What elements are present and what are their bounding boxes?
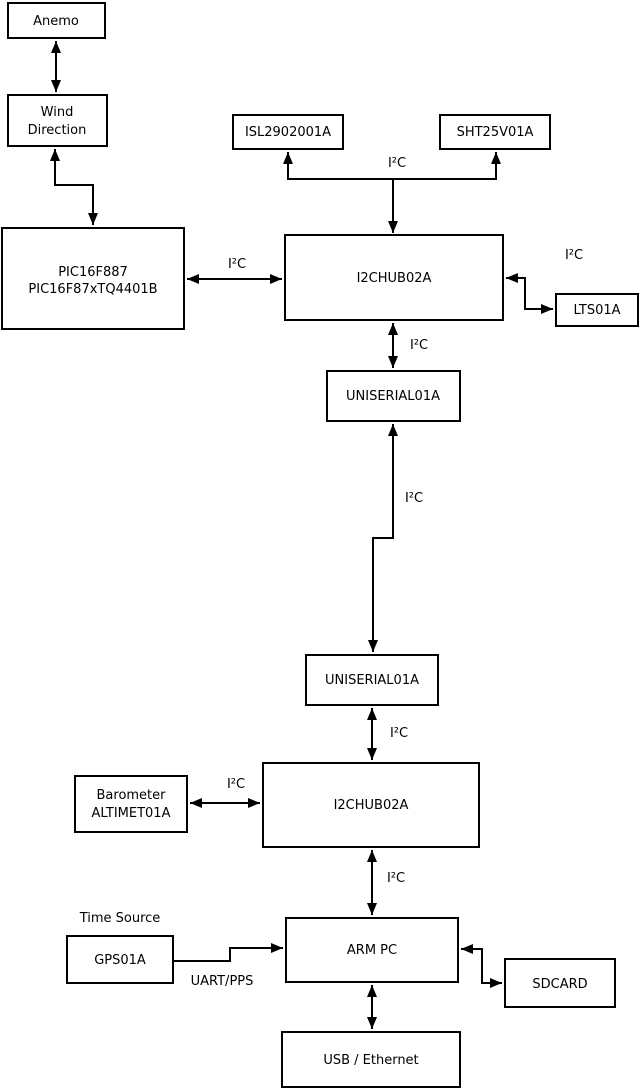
edge-label-barometer-i2c: I²C [227,777,245,792]
edge-label-uniserial-link-i2c: I²C [405,491,423,506]
barometer-label-line2: ALTIMET01A [92,806,171,821]
uniserial1-label: UNISERIAL01A [346,389,440,404]
uniserial2-label: UNISERIAL01A [325,673,419,688]
anemo-box [7,2,106,39]
edge-label-pic-i2c: I²C [228,257,246,272]
wind-direction-label-line2: Direction [28,123,87,138]
edge-label-lts-i2c: I²C [565,248,583,263]
edge-uniserial1-uniserial2 [368,424,398,652]
pic-label-line1: PIC16F887 [58,265,128,280]
edge-armpc-sdcard [461,944,502,988]
node-isl: ISL2902001A [232,114,344,150]
node-arm-pc: ARM PC [285,917,459,983]
node-sht: SHT25V01A [439,114,551,150]
arm-pc-label: ARM PC [347,943,397,958]
pic-box [1,227,185,330]
barometer-box [74,775,188,833]
node-uniserial2: UNISERIAL01A [305,654,439,706]
hub1-box [284,234,504,321]
edge-label-sensors-i2c: I²C [388,156,406,171]
hub2-box [262,762,480,848]
node-pic: PIC16F887 PIC16F87xTQ4401B [1,227,185,330]
node-sdcard: SDCARD [504,958,616,1008]
node-usb-ethernet: USB / Ethernet [281,1031,461,1088]
edge-hub1-lts [506,273,553,314]
node-anemo: Anemo [7,2,106,39]
node-hub2: I2CHUB02A [262,762,480,848]
uniserial1-box [326,370,461,422]
usb-ethernet-box [281,1031,461,1088]
hub1-label: I2CHUB02A [357,271,432,286]
node-uniserial1: UNISERIAL01A [326,370,461,422]
lts-box [555,293,639,327]
gps-box [66,935,174,984]
edge-gps-armpc [173,943,283,962]
edge-label-hub1-down-i2c: I²C [410,338,428,353]
lts-label: LTS01A [573,303,620,318]
edge-label-hub2-armpc-i2c: I²C [387,871,405,886]
node-barometer: Barometer ALTIMET01A [74,775,188,833]
anemo-label: Anemo [33,14,79,29]
edge-wind-pic [50,149,98,225]
isl-box [232,114,344,150]
usb-ethernet-label: USB / Ethernet [323,1053,418,1068]
pic-label-line2: PIC16F87xTQ4401B [28,282,157,297]
barometer-label-line1: Barometer [97,788,167,803]
hub2-label: I2CHUB02A [334,798,409,813]
wind-direction-label-line1: Wind [41,105,74,120]
node-gps: GPS01A [66,935,174,984]
annotation-time-source: Time Source [79,911,161,926]
wind-direction-box [7,94,108,147]
node-lts: LTS01A [555,293,639,327]
gps-label: GPS01A [94,953,146,968]
arm-pc-box [285,917,459,983]
node-wind-direction: Wind Direction [7,94,108,147]
sht-box [439,114,551,150]
uniserial2-box [305,654,439,706]
node-hub1: I2CHUB02A [284,234,504,321]
edge-label-uniserial2-hub2-i2c: I²C [390,726,408,741]
sht-label: SHT25V01A [457,125,534,140]
sdcard-box [504,958,616,1008]
edge-label-gps-uart: UART/PPS [191,974,254,989]
sdcard-label: SDCARD [532,977,587,992]
isl-label: ISL2902001A [245,125,331,140]
